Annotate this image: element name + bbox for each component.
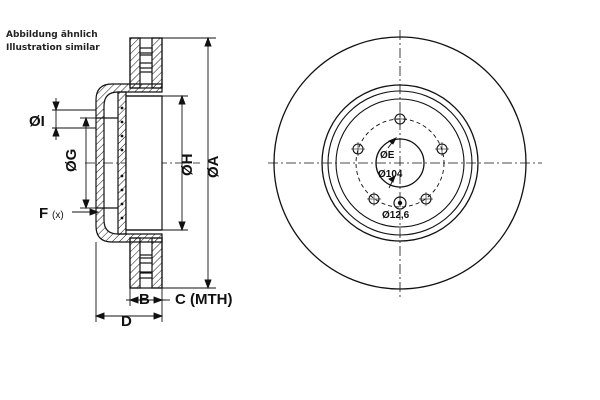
label-dia-a: ØA (205, 155, 222, 178)
bolt-circle (355, 118, 445, 208)
hat-step-edge (335, 98, 465, 228)
hat-vent-dots (120, 106, 124, 220)
label-dia-h: ØH (179, 154, 196, 177)
outer-disc-edge (273, 36, 527, 290)
note-illustration-similar: Illustration similar (6, 43, 100, 53)
label-f: F (39, 205, 48, 222)
center-bore (375, 138, 425, 188)
front-leader-lines (387, 137, 397, 189)
bolt-hole-cross-marks (351, 112, 449, 206)
label-dia-i: ØI (29, 113, 45, 130)
label-b: B (139, 291, 150, 308)
label-dia-12-6: Ø12,6 (382, 210, 410, 221)
hub-hat-section (95, 83, 163, 243)
note-abbildung-aehnlich: Abbildung ähnlich (6, 30, 98, 40)
label-dia-104: Ø104 (378, 169, 403, 180)
label-f-sub: (x) (52, 210, 64, 221)
side-dimension-lines (52, 36, 216, 322)
side-section-view (85, 37, 200, 289)
friction-inner-edge (321, 84, 479, 242)
top-friction-ring (129, 37, 163, 89)
label-c-mth: C (MTH) (175, 291, 232, 308)
hat-outer-edge (327, 90, 473, 236)
label-d: D (121, 313, 132, 330)
locating-hole (393, 196, 407, 210)
label-dia-e: ØE (380, 150, 395, 161)
bottom-friction-ring (129, 237, 163, 289)
label-dia-g: ØG (63, 149, 80, 172)
front-view (268, 30, 542, 298)
